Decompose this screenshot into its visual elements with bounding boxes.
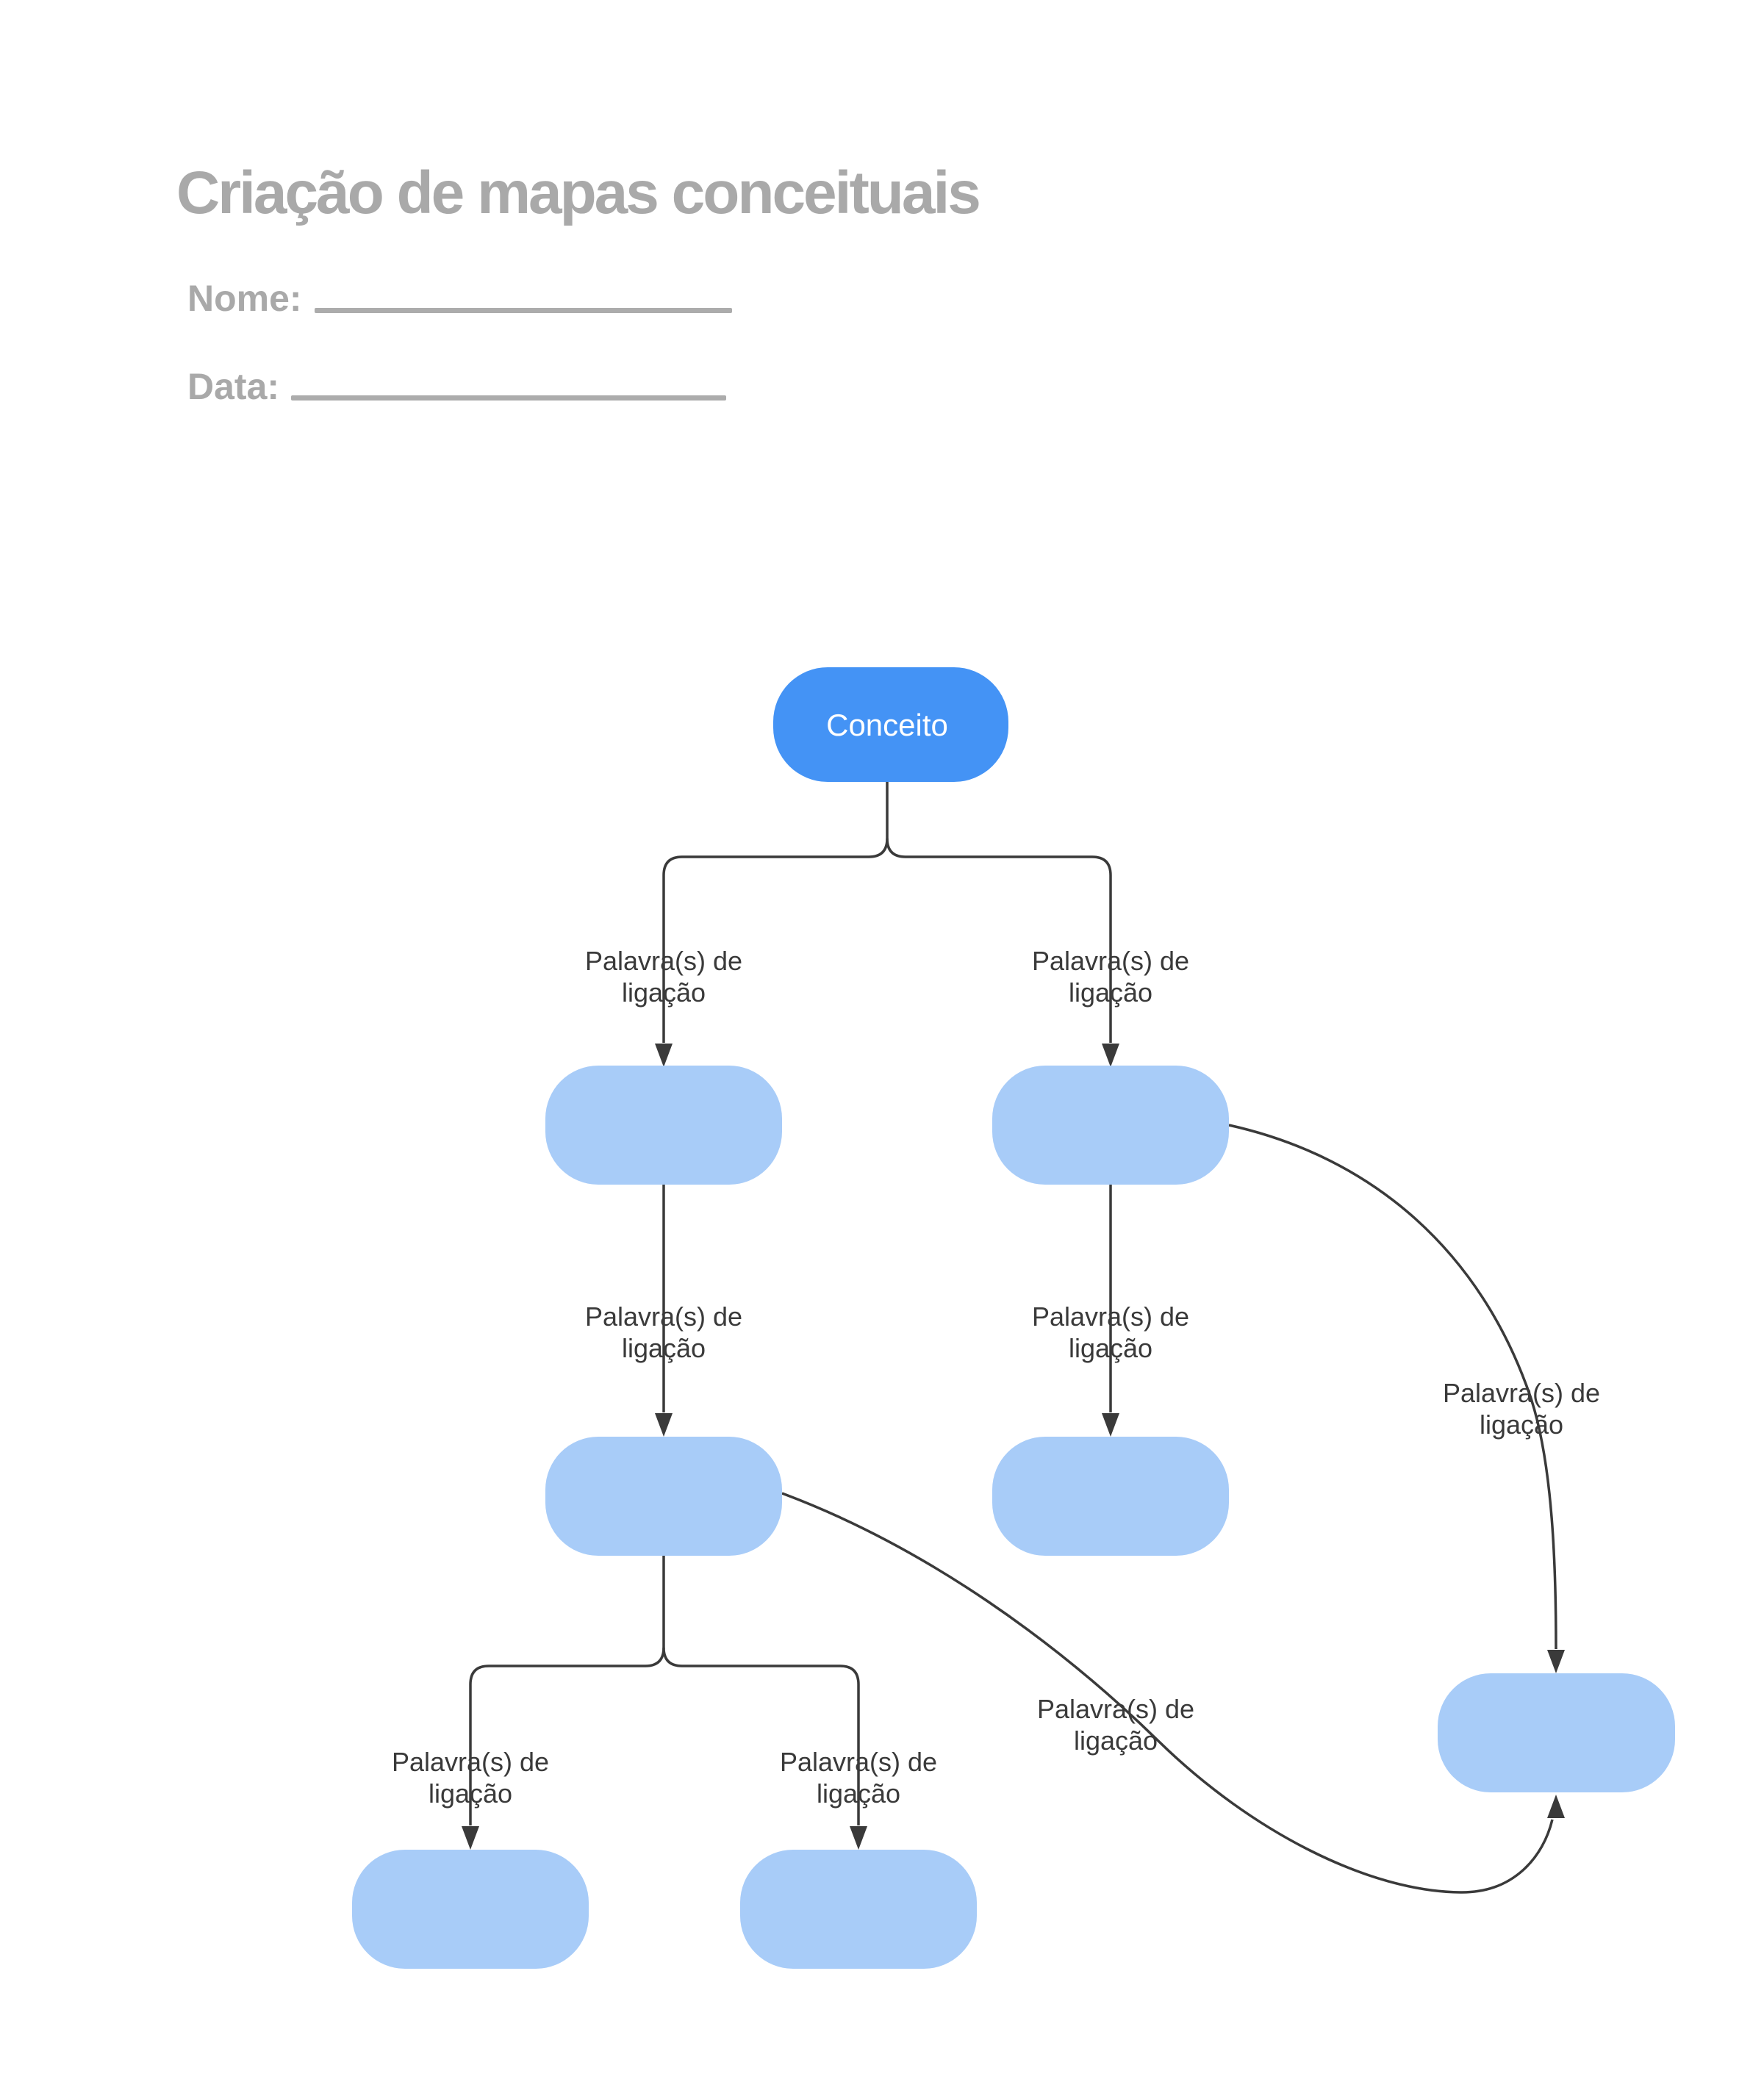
edge-curve-left3-to-farright-bottom [781,1492,1554,1894]
arrowhead-down-icon [850,1826,867,1850]
linking-label-line2: ligação [1069,1333,1152,1363]
linking-label-level2-left: Palavra(s) de ligação [585,1301,742,1363]
linking-label-line2: ligação [1074,1725,1158,1756]
linking-label-curve-right: Palavra(s) de ligação [1443,1378,1600,1440]
linking-label-line1: Palavra(s) de [780,1747,937,1777]
date-fill-line[interactable] [291,395,726,401]
edges [469,780,1557,1894]
edge-root-to-left-node [662,780,889,1043]
linking-label-curve-bottom: Palavra(s) de ligação [1037,1694,1194,1756]
node-empty-level2-left[interactable] [545,1066,782,1185]
arrowhead-down-icon [1547,1650,1565,1673]
edge-root-to-right-node [886,838,1112,1043]
arrowhead-down-icon [462,1826,479,1850]
node-empty-far-right[interactable] [1438,1673,1675,1792]
linking-label-line2: ligação [1069,977,1152,1008]
nodes: Conceito [352,667,1675,1969]
page-title: Criação de mapas conceituais [176,159,981,226]
linking-label-line1: Palavra(s) de [1443,1378,1600,1408]
linking-labels: Palavra(s) de ligação Palavra(s) de liga… [392,946,1600,1809]
arrowhead-up-icon [1547,1795,1565,1818]
linking-label-line2: ligação [1480,1410,1563,1440]
linking-label-line2: ligação [622,977,706,1008]
node-empty-level3-right[interactable] [992,1437,1229,1556]
name-fill-line[interactable] [315,308,732,313]
edge-left3-to-bottom-mid [662,1647,860,1825]
linking-label-line2: ligação [429,1778,512,1809]
edge-left3-to-bottom-left [469,1556,665,1825]
linking-label-line1: Palavra(s) de [585,946,742,976]
linking-label-line2: ligação [622,1333,706,1363]
node-empty-bottom-mid[interactable] [740,1850,977,1969]
linking-label-line1: Palavra(s) de [1032,946,1189,976]
arrowhead-down-icon [655,1413,673,1437]
linking-label-line1: Palavra(s) de [585,1301,742,1332]
node-root-label: Conceito [826,708,948,742]
linking-label-line2: ligação [817,1778,900,1809]
edge-curve-right2-to-farright-top [1228,1124,1557,1650]
node-root [773,667,1008,782]
arrowhead-down-icon [1102,1413,1119,1437]
linking-label-root-right: Palavra(s) de ligação [1032,946,1189,1008]
linking-label-line1: Palavra(s) de [392,1747,549,1777]
linking-label-line1: Palavra(s) de [1032,1301,1189,1332]
date-label: Data: [187,366,280,407]
node-empty-level2-right[interactable] [992,1066,1229,1185]
linking-label-bottom-left: Palavra(s) de ligação [392,1747,549,1809]
name-label: Nome: [187,278,302,319]
node-empty-level3-left[interactable] [545,1437,782,1556]
linking-label-line1: Palavra(s) de [1037,1694,1194,1724]
arrowheads [462,1044,1565,1850]
linking-label-root-left: Palavra(s) de ligação [585,946,742,1008]
node-empty-bottom-left[interactable] [352,1850,589,1969]
linking-label-level2-right: Palavra(s) de ligação [1032,1301,1189,1363]
arrowhead-down-icon [655,1044,673,1067]
arrowhead-down-icon [1102,1044,1119,1067]
linking-label-bottom-mid: Palavra(s) de ligação [780,1747,937,1809]
